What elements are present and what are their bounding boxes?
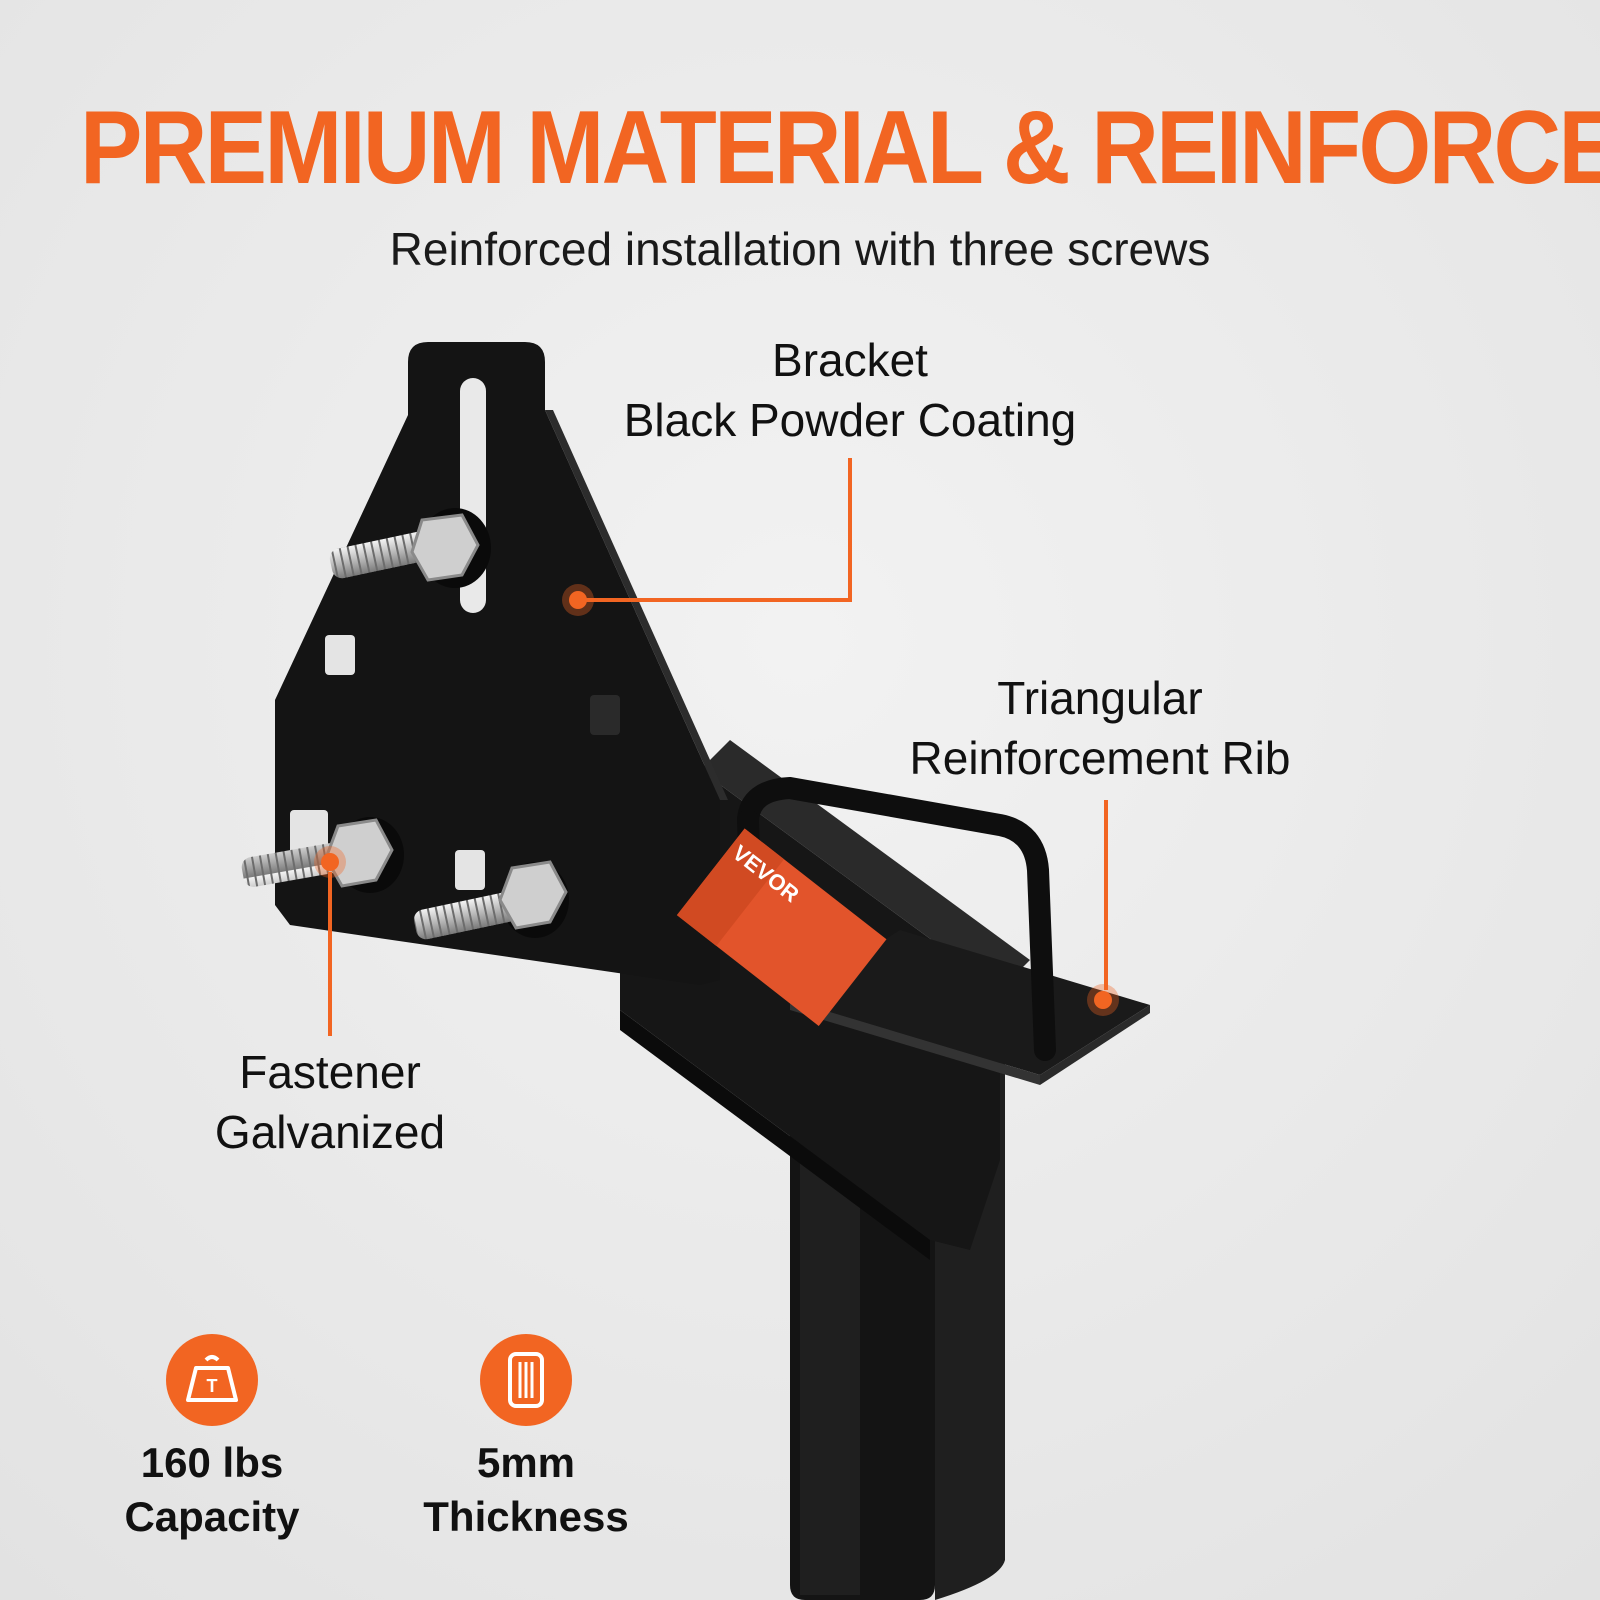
callout-bracket-detail: Black Powder Coating: [623, 394, 1077, 446]
leader-bracket: [562, 458, 852, 616]
leader-fastener: [314, 846, 346, 1036]
spec-thickness-label: Thickness: [423, 1493, 629, 1540]
headline: PREMIUM MATERIAL & REINFORCED DESIGN: [80, 90, 1600, 206]
spec-capacity-value: 160 lbs: [140, 1439, 284, 1486]
spec-thickness-value: 5mm: [476, 1439, 576, 1486]
thickness-icon: [480, 1334, 572, 1426]
spec-capacity: 160 lbs Capacity: [92, 1436, 332, 1544]
callout-rib-title: Triangular: [997, 672, 1203, 724]
callout-fastener-detail: Galvanized: [214, 1106, 446, 1158]
callout-fastener: Fastener Galvanized: [180, 1042, 480, 1162]
bolt-right: [413, 860, 568, 940]
callout-fastener-title: Fastener: [239, 1046, 421, 1098]
callout-bracket: Bracket Black Powder Coating: [590, 330, 1110, 450]
weight-icon: T: [166, 1334, 258, 1426]
top-plate: [790, 930, 1150, 1085]
callout-bracket-title: Bracket: [772, 334, 928, 386]
spec-capacity-label: Capacity: [124, 1493, 300, 1540]
subhead: Reinforced installation with three screw…: [389, 223, 1211, 275]
u-handle: [737, 776, 1056, 1061]
callout-rib-detail: Reinforcement Rib: [909, 732, 1291, 784]
leader-rib: [1087, 800, 1119, 1016]
spec-thickness: 5mm Thickness: [406, 1436, 646, 1544]
svg-text:T: T: [207, 1376, 218, 1396]
bolt-top: [329, 513, 480, 582]
callout-rib: Triangular Reinforcement Rib: [870, 668, 1330, 788]
